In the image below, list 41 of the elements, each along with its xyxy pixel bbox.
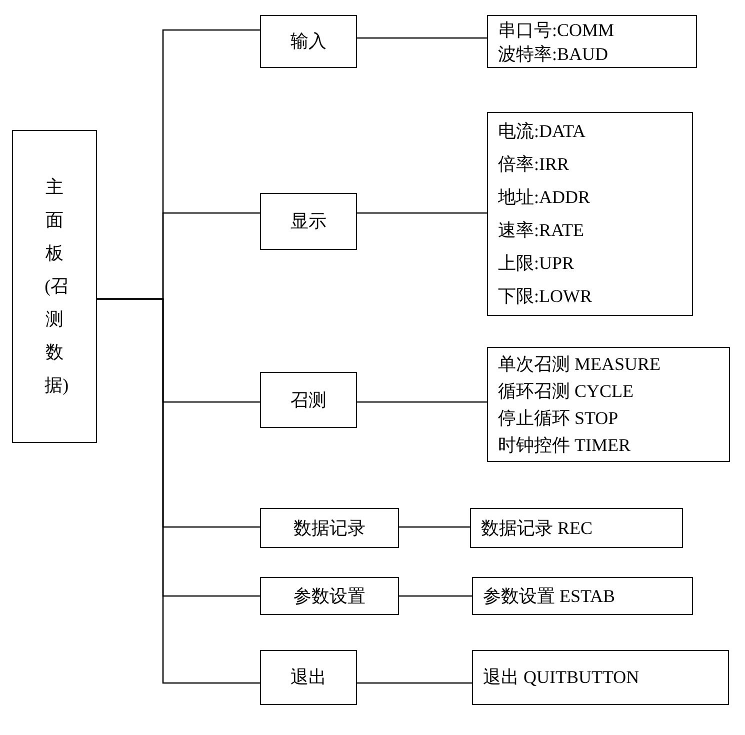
module-box bbox=[260, 508, 399, 548]
box-text: 数据记录 REC bbox=[481, 516, 593, 540]
box-text: 停止循环 STOP bbox=[498, 406, 618, 430]
connector-line bbox=[357, 401, 487, 403]
box-text: 退出 QUITBUTTON bbox=[483, 666, 640, 689]
module-box bbox=[260, 577, 399, 615]
box-text: 数据记录 bbox=[294, 516, 366, 540]
connector-line bbox=[399, 526, 470, 528]
item-list-box bbox=[487, 347, 730, 462]
item-list-box bbox=[470, 508, 683, 548]
box-text: 地址:ADDR bbox=[498, 186, 590, 209]
box-text: 上限:UPR bbox=[498, 252, 574, 275]
connector-line bbox=[357, 37, 487, 39]
item-list-box bbox=[487, 112, 693, 316]
box-text: 串口号:COMM bbox=[498, 18, 614, 42]
item-list-box bbox=[472, 577, 693, 615]
box-text: 循环召测 CYCLE bbox=[498, 380, 634, 402]
module-box bbox=[260, 650, 357, 705]
connector-line bbox=[97, 298, 260, 684]
box-text: 召测 bbox=[290, 388, 326, 412]
box-text: 单次召测 MEASURE bbox=[498, 352, 661, 376]
item-list-box bbox=[487, 15, 697, 68]
box-text: 时钟控件 TIMER bbox=[498, 434, 630, 456]
item-list-box bbox=[472, 650, 729, 705]
box-text: 输入 bbox=[290, 30, 326, 53]
box-text: 速率:RATE bbox=[498, 219, 584, 242]
box-text: 电流:DATA bbox=[498, 120, 586, 143]
box-text: 波特率:BAUD bbox=[498, 42, 608, 66]
module-box bbox=[260, 15, 357, 68]
connector-line bbox=[399, 595, 472, 597]
main-box bbox=[12, 130, 97, 443]
box-text: 参数设置 bbox=[294, 584, 366, 608]
connector-line bbox=[357, 682, 472, 684]
box-text: 倍率:IRR bbox=[498, 153, 570, 176]
box-text: 参数设置 ESTAB bbox=[483, 584, 616, 608]
box-text: 显示 bbox=[290, 210, 326, 233]
connector-line bbox=[357, 212, 487, 214]
box-text: 下限:LOWR bbox=[498, 285, 592, 308]
module-box bbox=[260, 193, 357, 250]
box-text: 退出 bbox=[290, 666, 326, 689]
module-box bbox=[260, 372, 357, 428]
